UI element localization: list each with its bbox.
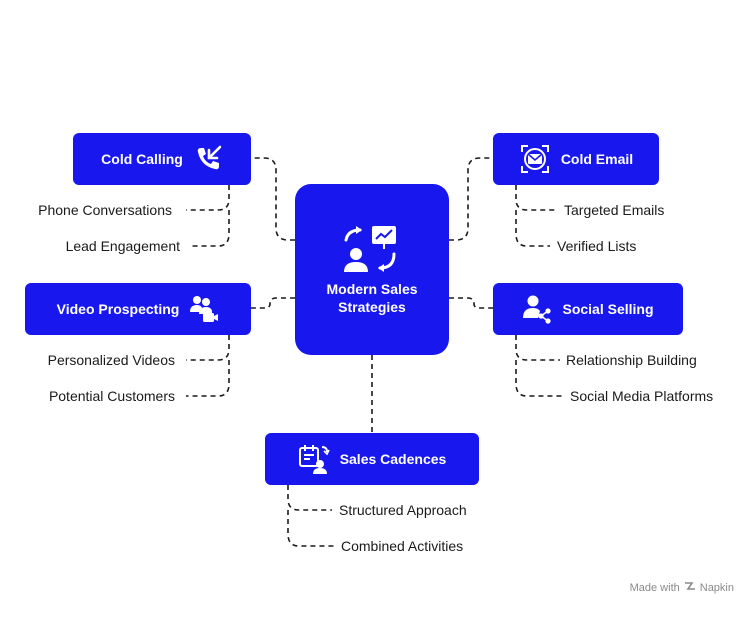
made-with-footer: Made with Napkin xyxy=(630,580,734,595)
leaf-combined-activities: Combined Activities xyxy=(341,538,464,554)
node-label: Cold Calling xyxy=(101,151,183,167)
user-share-icon xyxy=(522,294,552,324)
connector-leaf-relationship-building xyxy=(515,335,560,361)
connector-leaf-social-media-platforms xyxy=(515,360,562,397)
leaf-relationship-building: Relationship Building xyxy=(566,352,697,368)
leaf-structured-approach: Structured Approach xyxy=(339,502,467,518)
node-social-selling: Social Selling xyxy=(493,283,683,335)
node-video-prospecting: Video Prospecting xyxy=(25,283,251,335)
video-call-users-icon xyxy=(189,294,219,324)
connector-video-prospecting xyxy=(251,297,295,309)
node-cold-email: Cold Email xyxy=(493,133,659,185)
email-target-icon xyxy=(519,143,551,175)
connector-cold-calling xyxy=(251,157,295,241)
leaf-potential-customers: Potential Customers xyxy=(48,388,175,404)
leaf-lead-engagement: Lead Engagement xyxy=(65,238,180,254)
node-label: Cold Email xyxy=(560,151,634,167)
connector-leaf-targeted-emails xyxy=(515,185,556,211)
footer-brand: Napkin xyxy=(699,581,734,594)
node-label: Social Selling xyxy=(562,301,654,317)
center-node: Modern Sales Strategies xyxy=(295,184,449,355)
calendar-user-icon xyxy=(298,443,330,475)
sales-strategy-icon xyxy=(342,224,402,276)
connector-leaf-potential-customers xyxy=(186,360,230,397)
footer-text: Made with xyxy=(629,581,680,594)
leaf-targeted-emails: Targeted Emails xyxy=(564,202,665,218)
node-sales-cadences: Sales Cadences xyxy=(265,433,479,485)
leaf-personalized-videos: Personalized Videos xyxy=(47,352,175,368)
connector-leaf-structured-approach xyxy=(287,485,332,511)
node-cold-calling: Cold Calling xyxy=(73,133,251,185)
connector-leaf-personalized-videos xyxy=(186,335,230,361)
connector-leaf-phone-conversations xyxy=(186,185,230,211)
node-label: Sales Cadences xyxy=(339,451,447,467)
napkin-logo-icon xyxy=(684,580,696,595)
leaf-verified-lists: Verified Lists xyxy=(557,238,637,254)
node-label: Video Prospecting xyxy=(56,301,180,317)
leaf-phone-conversations: Phone Conversations xyxy=(38,202,172,218)
connector-social-selling xyxy=(449,297,493,309)
phone-incoming-icon xyxy=(193,144,223,174)
connector-leaf-lead-engagement xyxy=(192,210,230,247)
center-title: Modern Sales Strategies xyxy=(326,280,418,315)
connector-leaf-verified-lists xyxy=(515,210,550,247)
leaf-social-media-platforms: Social Media Platforms xyxy=(570,388,714,404)
connector-leaf-combined-activities xyxy=(287,510,334,547)
connector-cold-email xyxy=(449,157,493,241)
